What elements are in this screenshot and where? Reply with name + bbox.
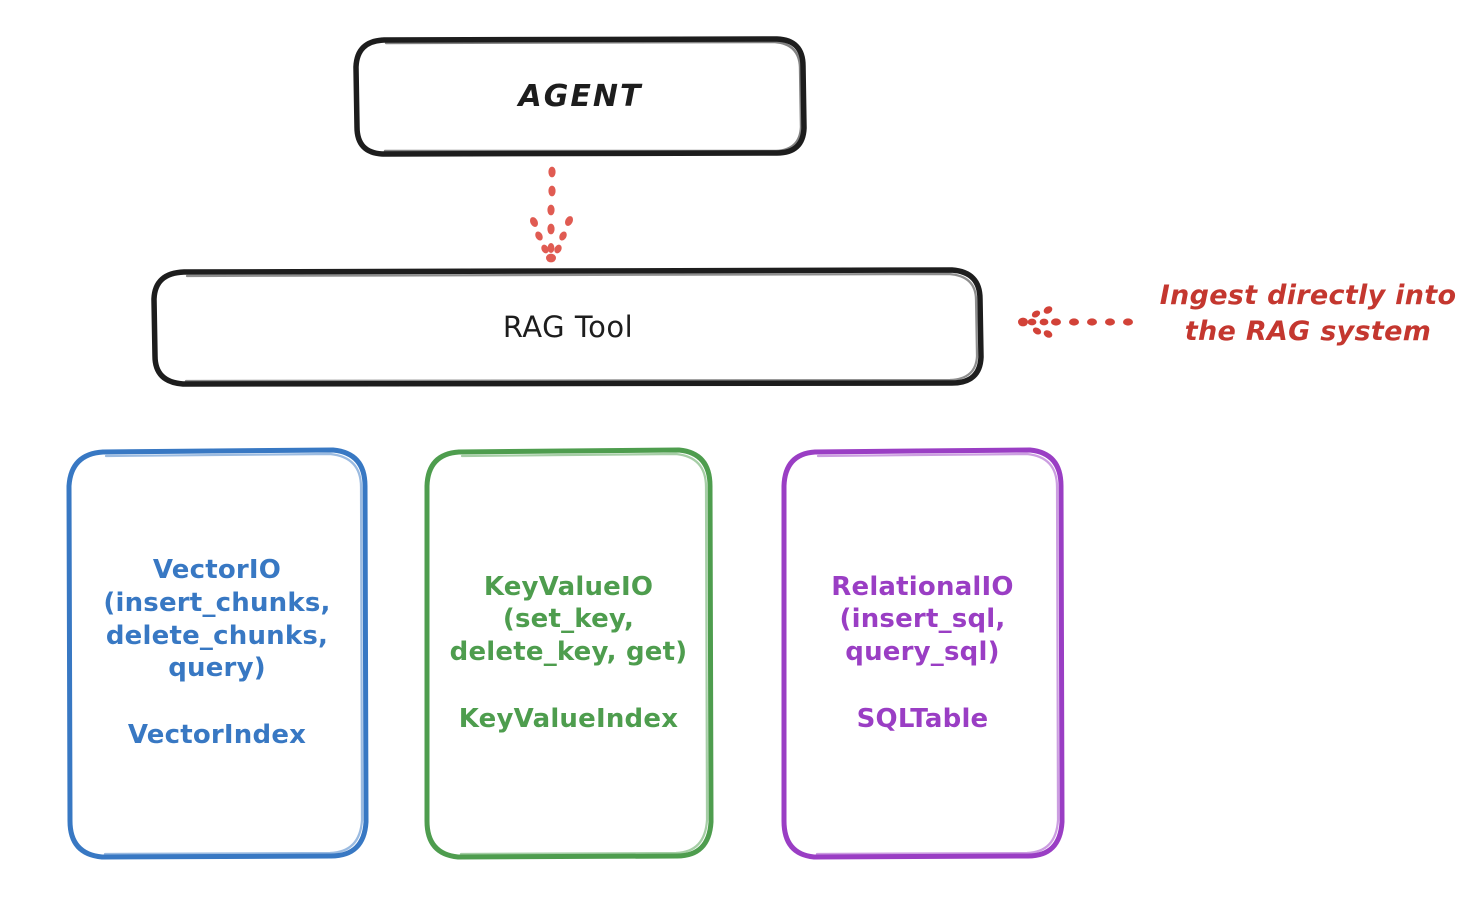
node-agent[interactable]: AGENT <box>356 38 805 155</box>
connector-ingest-arrow <box>1018 306 1133 338</box>
node-key-value-io[interactable]: KeyValueIO (set_key, delete_key, get) Ke… <box>427 449 710 857</box>
node-agent-label: AGENT <box>518 78 643 114</box>
key-value-io-box-outline <box>424 447 714 860</box>
node-rag-tool-label: RAG Tool <box>502 310 634 345</box>
node-key-value-io-index-label: KeyValueIndex <box>458 703 679 734</box>
agent-box-outline <box>353 36 807 157</box>
rag-tool-box-outline <box>151 267 984 387</box>
annotation-ingest-note: Ingest directly into the RAG system <box>1159 280 1457 348</box>
node-relational-io[interactable]: RelationalIO (insert_sql, query_sql) SQL… <box>784 449 1061 857</box>
node-relational-io-label: RelationalIO (insert_sql, query_sql) <box>831 571 1014 668</box>
node-vector-io-label: VectorIO (insert_chunks, delete_chunks, … <box>103 555 331 684</box>
relational-io-box-outline <box>781 447 1065 860</box>
node-vector-io-index-label: VectorIndex <box>127 720 307 751</box>
node-key-value-io-label: KeyValueIO (set_key, delete_key, get) <box>449 571 688 668</box>
node-relational-io-table-label: SQLTable <box>856 703 989 734</box>
node-vector-io[interactable]: VectorIO (insert_chunks, delete_chunks, … <box>69 449 365 857</box>
vector-io-box-outline <box>66 447 369 860</box>
node-rag-tool[interactable]: RAG Tool <box>154 270 982 385</box>
connector-agent-to-rag-tool <box>529 166 574 263</box>
